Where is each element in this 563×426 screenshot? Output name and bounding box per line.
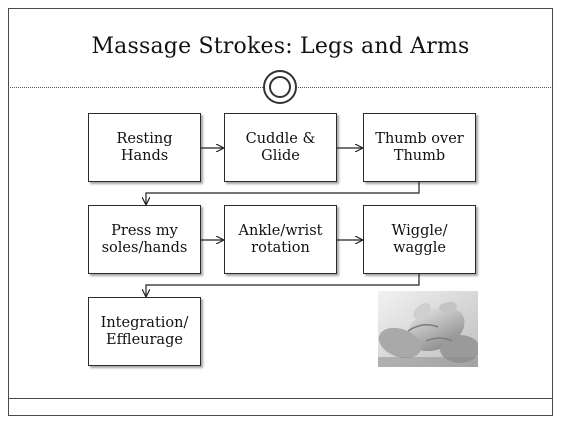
- step-integration-effleurage: Integration/ Effleurage: [88, 297, 201, 366]
- step-cuddle-glide: Cuddle & Glide: [224, 113, 337, 182]
- slide-title: Massage Strokes: Legs and Arms: [8, 34, 553, 59]
- step-resting-hands: Resting Hands: [88, 113, 201, 182]
- double-ring-icon: [263, 70, 297, 104]
- baby-foot-massage-photo: [378, 291, 478, 367]
- step-press-soles-hands: Press my soles/hands: [88, 205, 201, 274]
- step-thumb-over-thumb: Thumb over Thumb: [363, 113, 476, 182]
- step-ankle-wrist-rotation: Ankle/wrist rotation: [224, 205, 337, 274]
- step-wiggle-waggle: Wiggle/ waggle: [363, 205, 476, 274]
- footer-divider: [8, 398, 553, 399]
